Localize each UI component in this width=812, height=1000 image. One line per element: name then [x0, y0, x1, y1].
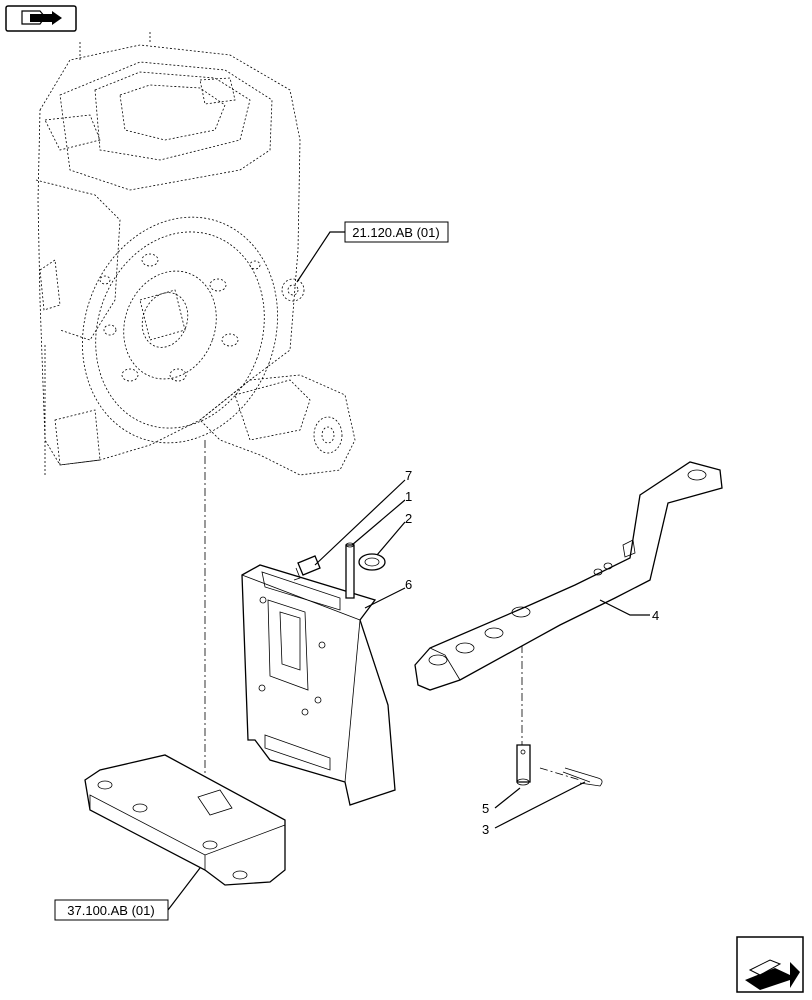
- part-1-pin: [345, 542, 355, 599]
- callout-7: 7: [405, 468, 412, 483]
- callout-2: 2: [405, 511, 412, 526]
- part-6-bracket: [241, 564, 396, 806]
- back-navigation-arrow-icon[interactable]: [5, 5, 77, 32]
- callout-4: 4: [652, 608, 659, 623]
- alignment-line-clip: [539, 767, 581, 781]
- reference-transmission[interactable]: 21.120.AB (01): [344, 221, 449, 243]
- transmission-housing: [35, 30, 356, 476]
- reference-transmission-label: 21.120.AB (01): [352, 225, 439, 240]
- reference-plate-label: 37.100.AB (01): [67, 903, 154, 918]
- part-4-arm: [414, 461, 723, 691]
- callout-1: 1: [405, 489, 412, 504]
- callout-3: 3: [482, 822, 489, 837]
- part-2-ring-clip: [358, 553, 386, 571]
- reference-plate[interactable]: 37.100.AB (01): [54, 899, 169, 921]
- leader-lines: [167, 231, 650, 911]
- callout-6: 6: [405, 577, 412, 592]
- base-plate: [84, 754, 286, 886]
- part-7-bolt: [293, 555, 321, 581]
- next-navigation-arrow-icon[interactable]: [736, 936, 804, 993]
- part-5-pin: [516, 744, 531, 786]
- callout-5: 5: [482, 801, 489, 816]
- part-3-r-clip: [562, 767, 603, 787]
